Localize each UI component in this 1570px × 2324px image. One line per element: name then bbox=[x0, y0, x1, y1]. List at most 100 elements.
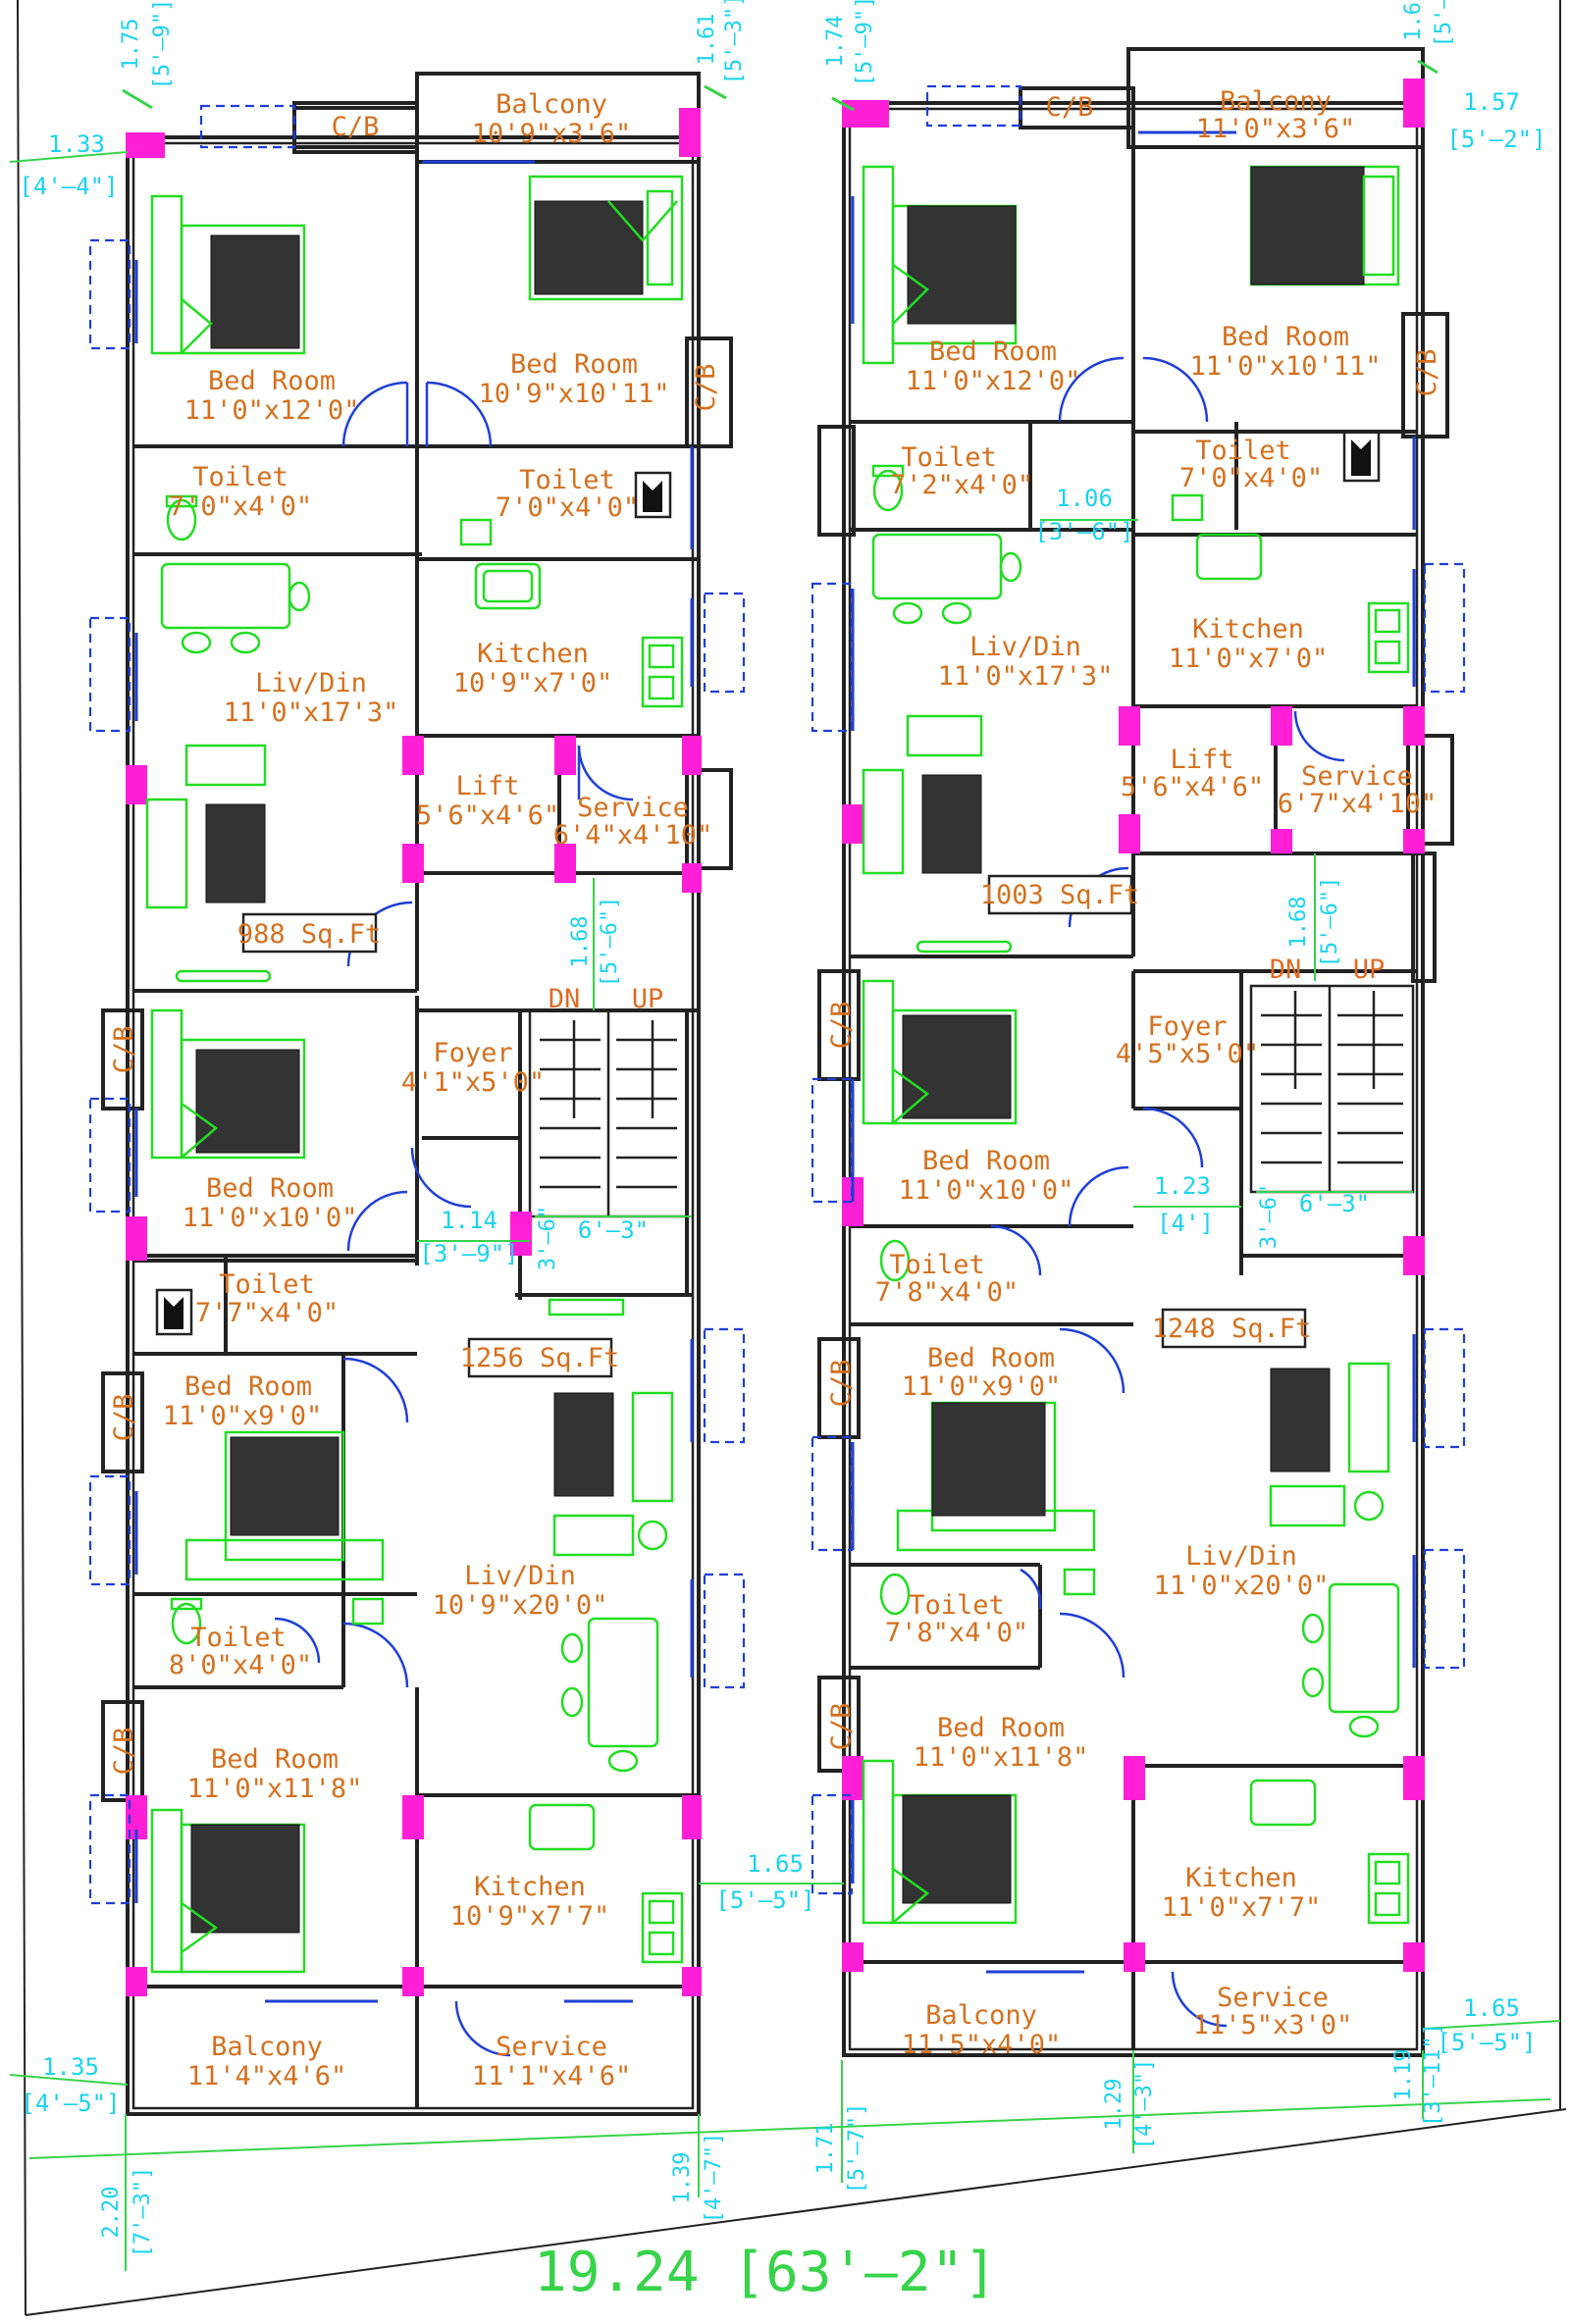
bed-icon bbox=[1249, 165, 1400, 286]
room-size: 7'0"x4'0" bbox=[496, 492, 639, 523]
room-size: 7'2"x4'0" bbox=[890, 470, 1033, 500]
room-size: 11'4"x4'6" bbox=[187, 2061, 347, 2092]
dim-label: 1.75 bbox=[119, 19, 143, 71]
bed-icon bbox=[862, 165, 1018, 365]
right-cb-bottom: C/B bbox=[826, 1703, 857, 1751]
right-stair-up-label: UP bbox=[1353, 955, 1386, 985]
room-size: 11'0"x9'0" bbox=[902, 1371, 1062, 1402]
room-size: 11'5"x4'0" bbox=[902, 2030, 1062, 2060]
room-size: 11'0"x12'0" bbox=[184, 395, 360, 426]
dim-label: [4'–7"] bbox=[702, 2133, 726, 2224]
room-size: 10'9"x3'6" bbox=[472, 119, 632, 149]
windows bbox=[88, 84, 1466, 2003]
left-cb-top: C/B bbox=[332, 112, 380, 142]
dim-label: 3'–6" bbox=[536, 1206, 560, 1270]
room-size: 11'0"x11'8" bbox=[187, 1774, 363, 1804]
dim-label: 1.65 bbox=[747, 1850, 804, 1878]
room-size: 7'0"x4'0" bbox=[169, 491, 312, 522]
dim-label: [5'–7"] bbox=[845, 2103, 869, 2195]
left-area-upper: 988 Sq.Ft bbox=[237, 919, 381, 950]
room-name: Toilet bbox=[519, 465, 615, 495]
wardrobe-icon bbox=[155, 1288, 193, 1336]
toilet-icon bbox=[871, 464, 905, 512]
dim-label: 6'–3" bbox=[1299, 1190, 1370, 1217]
right-room-labels: Balcony 11'0"x3'6" Bed Room 11'0"x12'0" … bbox=[875, 86, 1437, 2060]
room-name: Lift bbox=[1170, 745, 1233, 775]
room-name: Balcony bbox=[1220, 86, 1332, 117]
left-stair-down-label: DN bbox=[549, 984, 581, 1014]
room-name: Bed Room bbox=[1222, 322, 1349, 352]
room-name: Bed Room bbox=[927, 1343, 1055, 1373]
sink-icon bbox=[1171, 493, 1204, 522]
right-cb-right: C/B bbox=[1412, 349, 1442, 397]
room-name: Liv/Din bbox=[1185, 1541, 1297, 1572]
dim-label: 1.35 bbox=[42, 2053, 99, 2081]
room-name: Balcony bbox=[925, 2000, 1037, 2031]
room-name: Balcony bbox=[211, 2032, 323, 2062]
bed-icon bbox=[150, 194, 306, 355]
left-staircase: DN UP bbox=[528, 984, 689, 1218]
furniture bbox=[145, 165, 1410, 1974]
dim-label: [5'–5"] bbox=[1437, 2029, 1536, 2056]
area-boxes: 988 Sq.Ft 1256 Sq.Ft 1003 Sq.Ft 1248 Sq.… bbox=[237, 874, 1312, 1378]
overall-dimension-label: 19.24 [63'–2"] bbox=[534, 2241, 997, 2304]
bed-icon bbox=[150, 1008, 306, 1160]
sink-icon bbox=[1063, 1568, 1096, 1596]
kitchen-sink-icon bbox=[1195, 533, 1263, 581]
site-boundary bbox=[17, 0, 1567, 2316]
dim-label: [3'–6"] bbox=[1034, 518, 1133, 545]
left-area-lower: 1256 Sq.Ft bbox=[460, 1343, 620, 1373]
room-size: 4'5"x5'0" bbox=[1116, 1039, 1259, 1069]
left-cb-middle: C/B bbox=[109, 1026, 139, 1074]
room-name: Toilet bbox=[219, 1269, 315, 1300]
room-size: 10'9"x10'11" bbox=[478, 379, 669, 409]
room-name: Bed Room bbox=[922, 1146, 1050, 1176]
dim-label: [5'–6"] bbox=[1318, 877, 1342, 968]
room-name: Toilet bbox=[909, 1590, 1005, 1621]
room-size: 11'0"x20'0" bbox=[1154, 1571, 1330, 1601]
right-cb-top: C/B bbox=[1046, 92, 1094, 123]
room-size: 4'1"x5'0" bbox=[401, 1067, 545, 1098]
room-size: 11'0"x7'7" bbox=[1162, 1892, 1322, 1923]
dim-label: 1.06 bbox=[1056, 485, 1113, 512]
room-size: 11'0"x17'3" bbox=[224, 697, 399, 728]
dining-table-icon bbox=[1301, 1582, 1400, 1738]
room-size: 6'7"x4'10" bbox=[1278, 789, 1438, 819]
room-size: 11'0"x9'0" bbox=[163, 1401, 323, 1431]
bed-icon bbox=[528, 175, 684, 301]
dim-label: 1.68 bbox=[1286, 897, 1311, 949]
dim-label: 1.23 bbox=[1154, 1172, 1211, 1200]
dim-label: 1.14 bbox=[441, 1207, 497, 1234]
toilet-icon bbox=[879, 1573, 911, 1616]
room-name: Service bbox=[577, 793, 689, 823]
sink-icon bbox=[548, 1298, 625, 1317]
toilet-icon bbox=[170, 1597, 203, 1645]
dim-label: [3'–9"] bbox=[419, 1240, 518, 1267]
columns bbox=[126, 78, 1425, 1996]
room-size: 7'8"x4'0" bbox=[885, 1618, 1028, 1648]
room-size: 5'6"x4'6" bbox=[416, 800, 559, 831]
right-area-lower: 1248 Sq.Ft bbox=[1152, 1314, 1312, 1344]
room-size: 7'0"x4'0" bbox=[1179, 463, 1323, 493]
sink-icon bbox=[459, 518, 493, 546]
room-size: 11'0"x12'0" bbox=[906, 366, 1081, 396]
kitchen-sink-icon bbox=[1249, 1779, 1317, 1827]
room-size: 10'9"x7'7" bbox=[450, 1901, 610, 1932]
room-name: Toilet bbox=[190, 1623, 287, 1653]
room-name: Bed Room bbox=[937, 1713, 1065, 1743]
sofa-icon bbox=[1269, 1362, 1390, 1527]
dim-label: 1.19 bbox=[1391, 2049, 1416, 2101]
dim-label: 1.6 bbox=[1401, 2, 1426, 41]
dim-label: 2.20 bbox=[99, 2187, 124, 2239]
room-size: 11'0"x10'0" bbox=[183, 1203, 358, 1233]
doors bbox=[274, 356, 1345, 2057]
room-name: Toilet bbox=[192, 462, 288, 492]
room-size: 10'9"x20'0" bbox=[433, 1590, 608, 1621]
dim-label: [3'–11"] bbox=[1421, 2023, 1445, 2127]
overall-dimension: 19.24 [63'–2"] bbox=[28, 2098, 1551, 2304]
room-name: Toilet bbox=[1195, 436, 1291, 466]
room-size: 11'0"x17'3" bbox=[938, 661, 1114, 692]
room-name: Liv/Din bbox=[464, 1561, 576, 1591]
stove-icon bbox=[641, 636, 684, 708]
